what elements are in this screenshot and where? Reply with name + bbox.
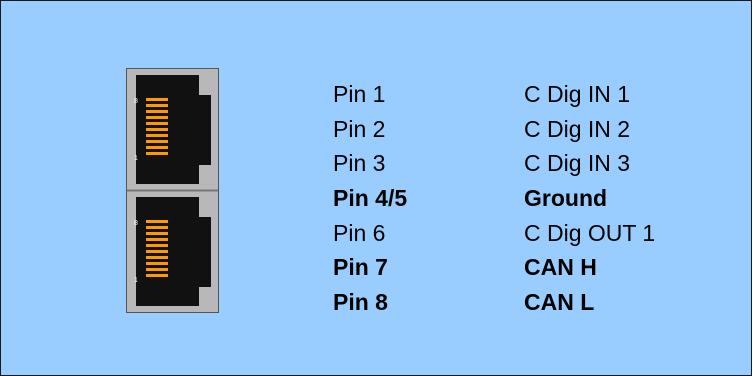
pinout-row-1: Pin 1 C Dig IN 1 — [333, 77, 655, 112]
pin-number: Pin 1 — [333, 77, 524, 112]
pin-signal: C Dig IN 1 — [524, 77, 630, 112]
pin-signal: CAN H — [524, 250, 597, 285]
pin-signal: CAN L — [524, 285, 594, 320]
pin-signal: C Dig IN 3 — [524, 146, 630, 181]
pinout-table: Pin 1 C Dig IN 1 Pin 2 C Dig IN 2 Pin 3 … — [333, 77, 655, 320]
pinout-row-8: Pin 8 CAN L — [333, 285, 655, 320]
pinout-row-3: Pin 3 C Dig IN 3 — [333, 146, 655, 181]
pin-number: Pin 6 — [333, 216, 524, 251]
port-top-label-8: 8 — [134, 98, 138, 105]
rj45-connector-icon: 8 1 8 1 — [126, 68, 219, 313]
pin-number: Pin 8 — [333, 285, 524, 320]
pin-signal: C Dig OUT 1 — [524, 216, 655, 251]
pinout-row-2: Pin 2 C Dig IN 2 — [333, 112, 655, 147]
pinout-row-7: Pin 7 CAN H — [333, 250, 655, 285]
pin-number: Pin 2 — [333, 112, 524, 147]
pinout-row-4-5: Pin 4/5 Ground — [333, 181, 655, 216]
pin-signal: Ground — [524, 181, 607, 216]
pin-number: Pin 7 — [333, 250, 524, 285]
pinout-row-6: Pin 6 C Dig OUT 1 — [333, 216, 655, 251]
port-top-label-1: 1 — [134, 155, 138, 162]
port-bottom-label-8: 8 — [134, 220, 138, 227]
pin-number: Pin 3 — [333, 146, 524, 181]
port-bottom-label-1: 1 — [134, 277, 138, 284]
pin-number: Pin 4/5 — [333, 181, 524, 216]
pin-signal: C Dig IN 2 — [524, 112, 630, 147]
